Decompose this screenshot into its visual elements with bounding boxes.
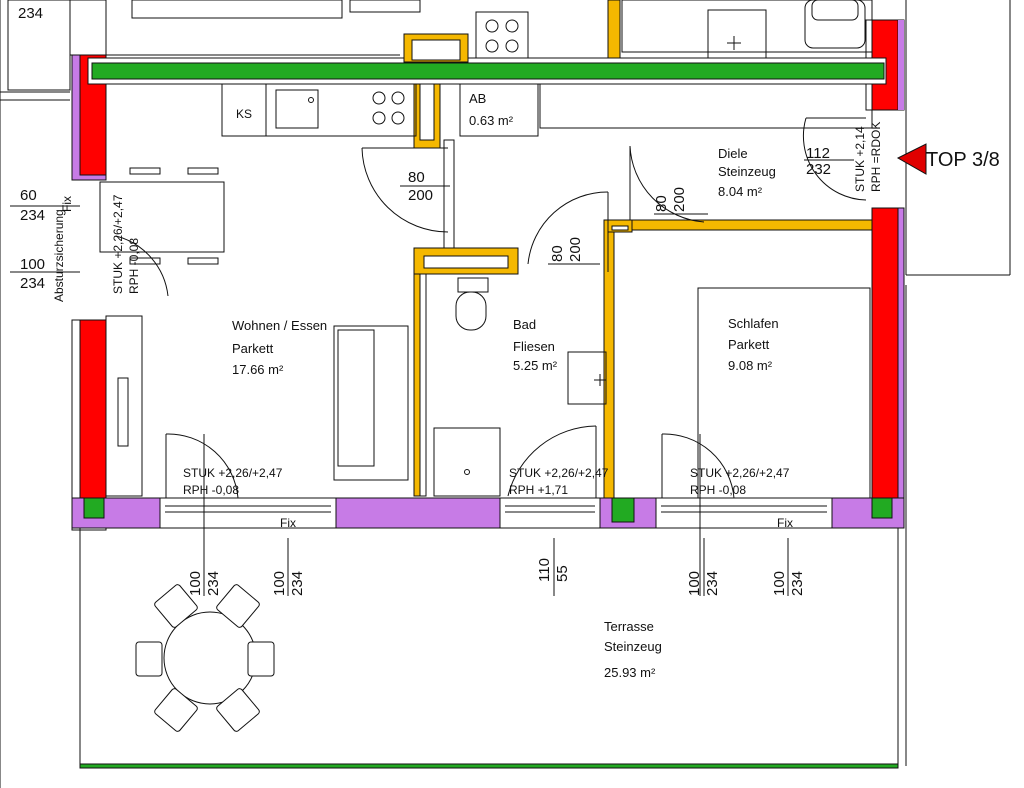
wohnen-name: Wohnen / Essen bbox=[232, 318, 327, 333]
diele-area: 8.04 m² bbox=[718, 184, 763, 199]
room-level-notes: STUK +2,26/+2,47 RPH -0,08 STUK +2,26/+2… bbox=[183, 466, 790, 497]
dining-table bbox=[99, 167, 225, 265]
absturz-label: Absturzsicherung bbox=[52, 209, 66, 302]
ab-area: 0.63 m² bbox=[469, 113, 514, 128]
schlafen-area: 9.08 m² bbox=[728, 358, 773, 373]
sw1-w: 100 bbox=[187, 571, 204, 596]
schlafen-floor: Parkett bbox=[728, 337, 770, 352]
bathroom-fixtures bbox=[433, 277, 607, 497]
bed bbox=[697, 287, 871, 499]
unit-tag: TOP 3/8 bbox=[926, 149, 1000, 171]
room-diele-label: Diele Steinzeug 8.04 m² bbox=[718, 146, 776, 199]
sideboard bbox=[105, 315, 143, 497]
terrasse-area: 25.93 m² bbox=[604, 665, 656, 680]
diele-floor: Steinzeug bbox=[718, 164, 776, 179]
wohnen-left-level: STUK +2,26/+2,47 RPH -0,08 bbox=[111, 194, 141, 294]
left-window-h1: 234 bbox=[20, 207, 45, 224]
schlafen-rph: RPH -0,08 bbox=[690, 483, 746, 497]
room-schlafen-label: Schlafen Parkett 9.08 m² bbox=[728, 316, 779, 373]
south-wall bbox=[71, 497, 905, 529]
ab-room: AB 0.63 m² bbox=[459, 83, 873, 137]
sw4-h: 234 bbox=[704, 571, 721, 596]
entry-level: STUK +2,14 RPH =RDOK bbox=[853, 122, 883, 192]
room-wohnen-label: Wohnen / Essen Parkett 17.66 m² bbox=[232, 318, 327, 377]
schlafen-stuk: STUK +2,26/+2,47 bbox=[690, 466, 790, 480]
door-bad-h: 200 bbox=[567, 237, 584, 262]
sw5-h: 234 bbox=[789, 571, 806, 596]
wohnen-area: 17.66 m² bbox=[232, 362, 284, 377]
diele-name: Diele bbox=[718, 146, 748, 161]
bad-rph: RPH +1,71 bbox=[509, 483, 568, 497]
interior-walls bbox=[403, 0, 873, 499]
wohnen-left-stuk: STUK +2,26/+2,47 bbox=[111, 194, 125, 294]
sw2-h: 234 bbox=[289, 571, 306, 596]
sofa bbox=[333, 325, 409, 481]
sw3-w: 110 bbox=[536, 558, 553, 582]
wohnen-stuk: STUK +2,26/+2,47 bbox=[183, 466, 283, 480]
room-terrasse-label: Terrasse Steinzeug 25.93 m² bbox=[604, 619, 662, 680]
door-entry-w: 112 bbox=[806, 145, 830, 162]
left-window-h2: 234 bbox=[20, 275, 45, 292]
bad-stuk: STUK +2,26/+2,47 bbox=[509, 466, 609, 480]
fix-label-b: Fix bbox=[777, 516, 793, 530]
sw1-h: 234 bbox=[205, 571, 222, 596]
fridge-label: KS bbox=[236, 107, 252, 121]
fix-label-a: Fix bbox=[280, 516, 296, 530]
sw4-w: 100 bbox=[686, 571, 703, 596]
schlafen-name: Schlafen bbox=[728, 316, 779, 331]
south-window-dims: 100 234 100 234 110 55 100 234 100 234 bbox=[187, 558, 806, 596]
room-bad-label: Bad Fliesen 5.25 m² bbox=[513, 317, 558, 373]
wohnen-left-rph: RPH -0,08 bbox=[127, 238, 141, 294]
left-window-dims: 60 234 100 234 Fix Absturzsicherung bbox=[20, 187, 74, 302]
wohnen-rph: RPH -0,08 bbox=[183, 483, 239, 497]
bad-name: Bad bbox=[513, 317, 536, 332]
terrace-table bbox=[135, 584, 275, 732]
sw3-h: 55 bbox=[554, 565, 571, 582]
left-window-fix: Fix bbox=[60, 196, 74, 212]
dimension-lines bbox=[10, 159, 854, 596]
bad-area: 5.25 m² bbox=[513, 358, 558, 373]
door-wohnen-h: 200 bbox=[408, 187, 433, 204]
sw5-w: 100 bbox=[771, 571, 788, 596]
left-window-w2: 100 bbox=[20, 256, 45, 273]
ab-label: AB bbox=[469, 91, 486, 106]
door-wohnen-w: 80 bbox=[408, 169, 425, 186]
bad-floor: Fliesen bbox=[513, 339, 555, 354]
terrasse-floor: Steinzeug bbox=[604, 639, 662, 654]
top-left-dim: 234 bbox=[18, 5, 43, 22]
left-window-w1: 60 bbox=[20, 187, 37, 204]
door-swings bbox=[115, 117, 867, 596]
kitchen-counter: KS bbox=[221, 83, 417, 137]
green-beam bbox=[87, 57, 887, 85]
entry-rph: RPH =RDOK bbox=[869, 122, 883, 192]
sw2-w: 100 bbox=[271, 571, 288, 596]
outer-walls bbox=[71, 19, 905, 531]
door-bad-w: 80 bbox=[549, 245, 566, 262]
terrasse-name: Terrasse bbox=[604, 619, 654, 634]
wohnen-floor: Parkett bbox=[232, 341, 274, 356]
entry-stuk: STUK +2,14 bbox=[853, 126, 867, 192]
door-diele-h: 200 bbox=[671, 187, 688, 212]
door-entry-h: 232 bbox=[806, 161, 831, 178]
terrace bbox=[79, 285, 907, 769]
entry-arrow bbox=[896, 143, 927, 175]
door-dims: 80 200 80 200 80 200 112 232 bbox=[408, 145, 831, 262]
door-diele-w: 80 bbox=[653, 195, 670, 212]
